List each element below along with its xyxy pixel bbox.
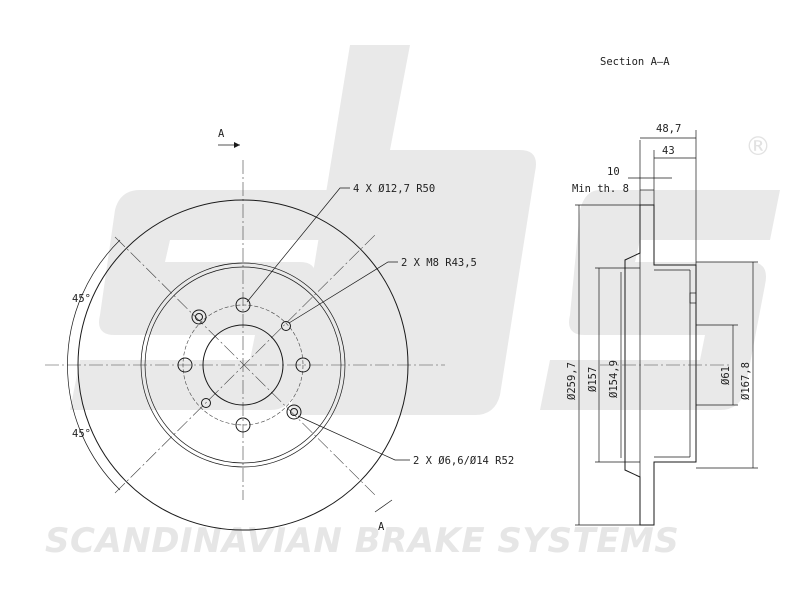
registered-mark: ® — [745, 132, 771, 162]
diagonal-centerline-a — [114, 236, 376, 496]
bolt-hole — [235, 297, 251, 313]
section-view: Section A–A 48,7 43 10 Min th. 8 Ø259,7 … — [566, 56, 758, 526]
front-view: 45° 45° A A 4 X Ø12,7 R50 2 X M8 R43,5 2… — [45, 128, 514, 533]
bolt-hole — [295, 357, 311, 373]
dim-hat-height: 43 — [662, 145, 675, 157]
counterbored-hole-inner — [195, 313, 203, 321]
dim-total-height: 48,7 — [656, 123, 681, 135]
counterbored-hole-inner — [290, 408, 298, 416]
section-arrow-bottom — [374, 499, 393, 513]
bolt-circle — [182, 304, 304, 426]
company-name: SCANDINAVIAN BRAKE SYSTEMS — [45, 521, 679, 561]
threaded-hole — [201, 398, 211, 408]
angle-dimension-arc — [67, 239, 121, 491]
center-bore — [202, 324, 284, 406]
leader-small-holes — [297, 415, 410, 461]
dim-outer-diameter: Ø259,7 — [566, 362, 578, 400]
bolt-hole — [235, 417, 251, 433]
callout-bolt-holes: 4 X Ø12,7 R50 — [353, 183, 435, 195]
disc-outer-edge — [77, 199, 409, 531]
friction-ring-inner-edge — [140, 262, 346, 468]
callout-threaded-holes: 2 X M8 R43,5 — [401, 257, 477, 269]
callout-small-holes: 2 X Ø6,6/Ø14 R52 — [413, 455, 514, 467]
dim-hat-inner-diameter: Ø154,9 — [608, 360, 620, 398]
angle-label-bottom: 45° — [72, 428, 91, 440]
section-marker-top: A — [218, 128, 225, 140]
sbs-logo-watermark — [70, 45, 780, 415]
threaded-hole — [281, 321, 291, 331]
diagonal-centerline-b — [114, 234, 376, 494]
dim-center-bore: Ø61 — [720, 366, 732, 385]
dim-hat-outer-diameter: Ø157 — [587, 367, 599, 392]
arrow-head-icon — [234, 142, 240, 148]
section-title: Section A–A — [600, 56, 670, 68]
hat-outer-edge — [144, 266, 342, 464]
section-marker-bottom: A — [378, 521, 385, 533]
counterbored-hole — [191, 309, 207, 325]
dim-pilot-diameter: Ø167,8 — [740, 362, 752, 400]
dim-min-thickness: Min th. 8 — [572, 183, 629, 195]
dim-thickness: 10 — [607, 166, 620, 178]
disc-profile — [624, 204, 697, 526]
leader-threaded-holes — [288, 261, 398, 324]
hole-section-mark — [689, 292, 697, 304]
leader-bolt-holes — [246, 187, 350, 303]
angle-label-top: 45° — [72, 293, 91, 305]
bolt-hole — [177, 357, 193, 373]
counterbored-hole — [286, 404, 302, 420]
